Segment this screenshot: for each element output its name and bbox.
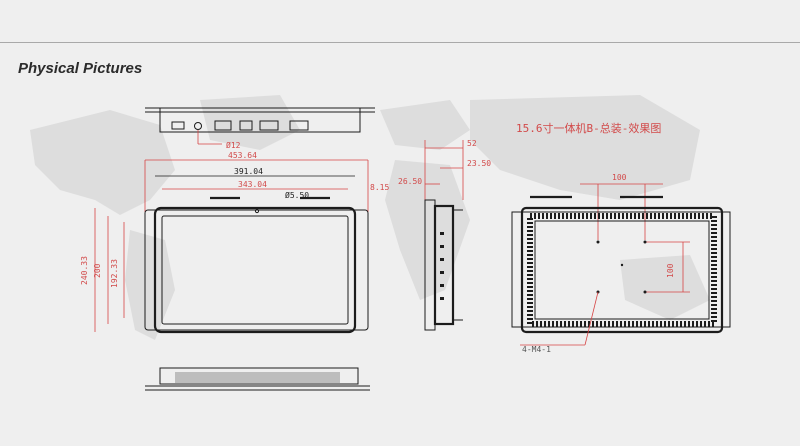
screen-height-label: 192.33: [110, 259, 119, 288]
top-view: Ø12: [145, 107, 375, 150]
overall-width-label: 453.64: [228, 151, 257, 160]
overall-height-label: 240.33: [80, 256, 89, 285]
section-title: Physical Pictures: [18, 60, 143, 77]
side-depth-total-label: 52: [467, 139, 477, 148]
port-icon: [289, 120, 309, 131]
front-view-dimensions: 453.64 391.04 343.04 Ø5.50 8.15 240.33 2…: [80, 151, 389, 332]
port-icon: [259, 120, 279, 131]
side-view: 52 23.50 26.50: [398, 139, 491, 331]
bezel-label: 8.15: [370, 183, 389, 192]
top-divider: [0, 42, 800, 43]
port-icon: [214, 120, 232, 131]
vesa-h-label: 100: [612, 173, 627, 182]
hole-dia-top-label: Ø12: [226, 140, 241, 150]
screen-width-label: 343.04: [238, 180, 267, 189]
side-depth-front-label: 26.50: [398, 177, 422, 186]
front-view: [144, 196, 369, 334]
rear-view: 100 100 4-M4-1: [511, 173, 731, 354]
bottom-view: [145, 367, 370, 391]
port-icon: [239, 120, 253, 131]
vesa-v-label: 100: [666, 263, 675, 278]
port-icon: [171, 121, 185, 130]
screw-note-label: 4-M4-1: [522, 345, 551, 354]
drawing-title: 15.6寸一体机B-总装-效果图: [516, 121, 661, 135]
power-jack-icon: [194, 122, 202, 130]
frame-height-label: 200: [93, 263, 102, 278]
cam-dia-label: Ø5.50: [285, 190, 309, 200]
camera-icon: [254, 208, 260, 214]
side-depth-body-label: 23.50: [467, 159, 491, 168]
frame-width-label: 391.04: [234, 167, 263, 176]
